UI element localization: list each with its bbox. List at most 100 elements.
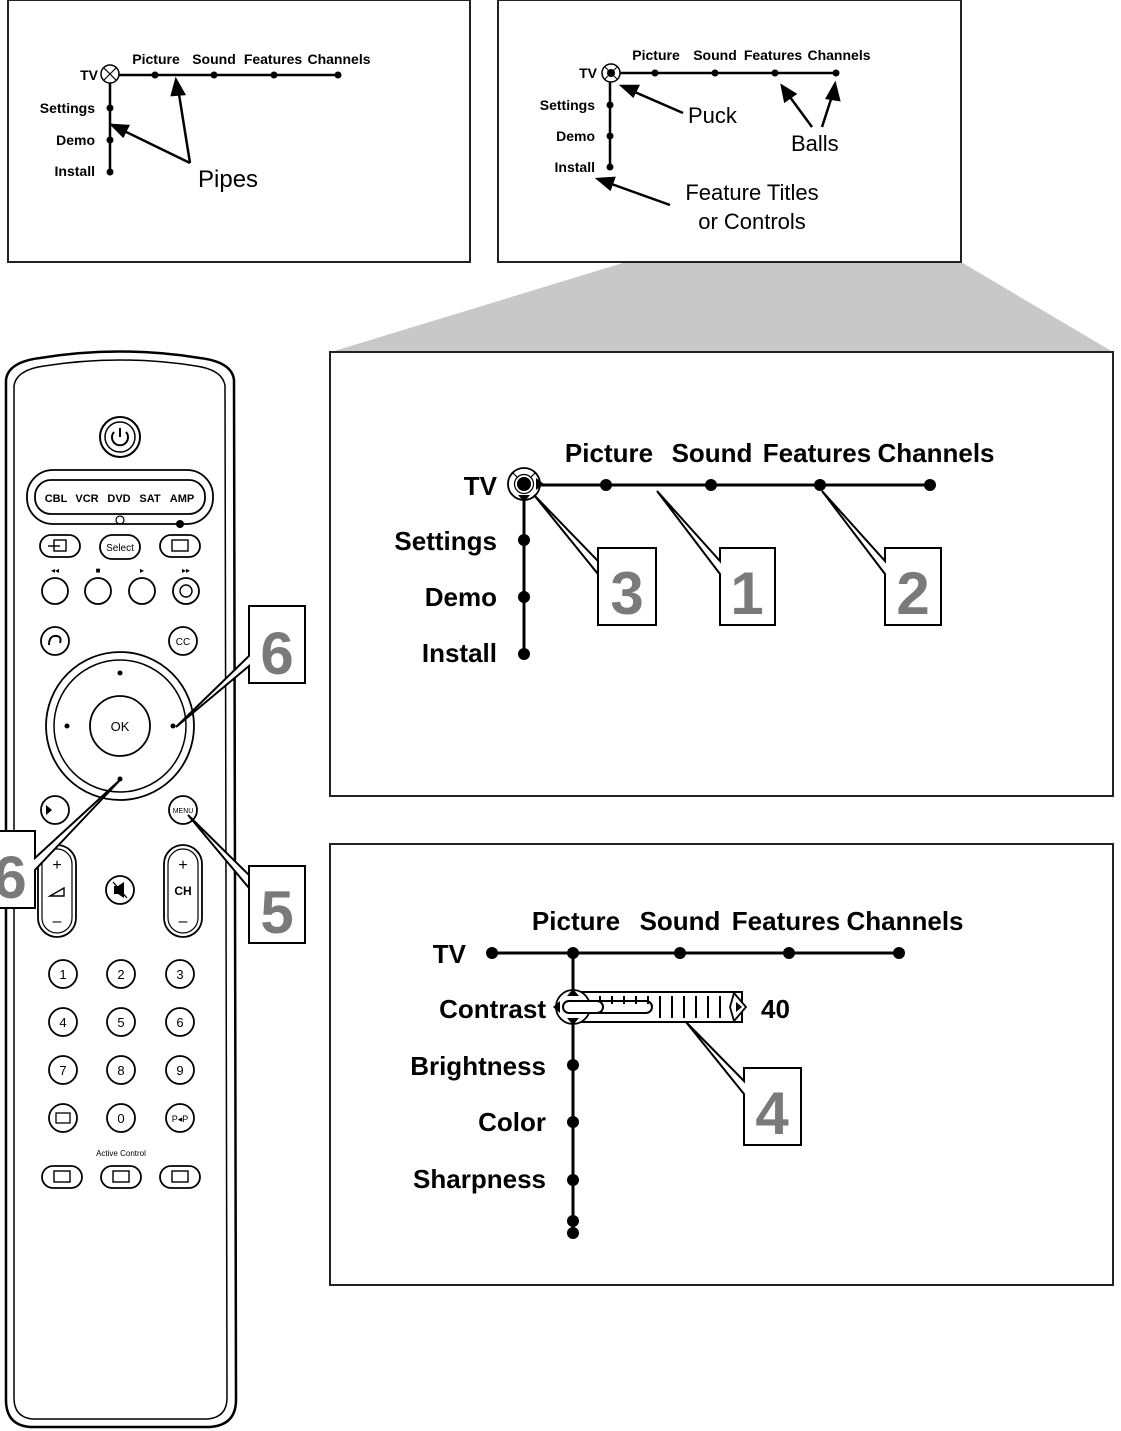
- ball: [674, 947, 686, 959]
- source-button-sat[interactable]: SAT: [139, 493, 160, 505]
- source-button-dvd[interactable]: DVD: [107, 493, 130, 505]
- channel-down[interactable]: –: [179, 913, 188, 930]
- menu-label-install: Install: [55, 163, 95, 179]
- step-number: 4: [755, 1080, 789, 1147]
- step-tag-3: 3: [533, 494, 657, 627]
- pipes-diagram-panel: TV Picture Sound Features Channels Setti…: [7, 0, 471, 263]
- channel-rocker[interactable]: + CH –: [163, 844, 203, 938]
- picture-menu-panel: TV Picture Sound Features Channels Contr…: [329, 843, 1114, 1286]
- digit-button-1[interactable]: 1: [48, 959, 78, 989]
- power-button[interactable]: [99, 416, 141, 458]
- cursor-left-button[interactable]: [64, 723, 70, 729]
- ball: [567, 947, 579, 959]
- volume-rocker[interactable]: + –: [37, 844, 77, 938]
- puck-callout: Puck: [688, 103, 738, 128]
- stop-icon: ■: [96, 566, 101, 575]
- ball: [832, 69, 840, 77]
- ball: [270, 71, 278, 79]
- pip-button[interactable]: P◂P: [165, 1103, 195, 1133]
- green-button[interactable]: [128, 577, 156, 605]
- ambilight-button[interactable]: [40, 626, 70, 656]
- puck-balls-diagram-panel: TV Picture Sound Features Channels Setti…: [497, 0, 962, 263]
- digit-label: 9: [176, 1063, 183, 1078]
- ambilight-icon: [48, 634, 62, 646]
- menu-label-settings: Settings: [394, 526, 497, 556]
- surround-button[interactable]: [41, 577, 69, 605]
- play-pause-button[interactable]: [40, 795, 70, 825]
- pip-label: P◂P: [172, 1114, 189, 1124]
- step-tag-6-right: 6: [175, 605, 306, 728]
- source-button-cbl[interactable]: CBL: [45, 493, 68, 505]
- format-button[interactable]: [159, 534, 201, 558]
- ball: [106, 168, 114, 176]
- zoomed-menu-panel: TV Picture Sound Features Channels Setti…: [329, 351, 1114, 797]
- digit-button-0[interactable]: 0: [106, 1103, 136, 1133]
- puck-icon: [100, 64, 120, 84]
- ball: [567, 1059, 579, 1071]
- digit-button-3[interactable]: 3: [165, 959, 195, 989]
- digit-button-2[interactable]: 2: [106, 959, 136, 989]
- ok-label: OK: [111, 719, 130, 734]
- red-button[interactable]: [84, 577, 112, 605]
- active-control-button[interactable]: [100, 1165, 142, 1189]
- ok-button[interactable]: OK: [89, 695, 151, 757]
- digit-button-8[interactable]: 8: [106, 1055, 136, 1085]
- callout-arrows: [594, 80, 841, 207]
- tv-label: TV: [579, 65, 598, 81]
- select-button[interactable]: Select: [99, 534, 141, 560]
- remote-control: CBL VCR DVD SAT AMP Select ◂◂ ■ ▸ ▸▸: [4, 350, 238, 1429]
- freeze-icon: [179, 584, 193, 598]
- digit-button-6[interactable]: 6: [165, 1007, 195, 1037]
- source-button-vcr[interactable]: VCR: [75, 493, 98, 505]
- record-icon: [176, 520, 184, 528]
- cursor-right-button[interactable]: [170, 723, 176, 729]
- puck-icon: [601, 63, 621, 83]
- menu-label-picture: Picture: [532, 906, 620, 936]
- channel-up[interactable]: +: [178, 857, 187, 874]
- mute-icon: [112, 881, 128, 899]
- ball: [606, 163, 614, 171]
- digit-label: 6: [176, 1015, 183, 1030]
- light-icon: [115, 515, 125, 525]
- menu-label-install: Install: [555, 159, 595, 175]
- ball: [567, 1174, 579, 1186]
- digit-button-7[interactable]: 7: [48, 1055, 78, 1085]
- ball: [486, 947, 498, 959]
- fast-forward-icon: ▸▸: [182, 566, 190, 575]
- dual-screen-button[interactable]: [41, 1165, 83, 1189]
- step-number: 3: [610, 560, 643, 627]
- picture-format-button[interactable]: [159, 1165, 201, 1189]
- ball: [924, 479, 936, 491]
- input-button[interactable]: [39, 534, 81, 558]
- mute-button[interactable]: [105, 875, 135, 905]
- ball: [567, 1215, 579, 1227]
- ball: [711, 69, 719, 77]
- panel-border: [497, 0, 962, 263]
- step-tag-2: 2: [821, 490, 942, 627]
- volume-down[interactable]: –: [53, 913, 62, 930]
- contrast-slider: [553, 989, 748, 1025]
- source-button-amp[interactable]: AMP: [170, 493, 194, 505]
- ball: [705, 479, 717, 491]
- digit-label: 1: [59, 967, 66, 982]
- digit-label: 8: [117, 1063, 124, 1078]
- navigation-pad[interactable]: OK: [45, 651, 195, 801]
- power-icon: [111, 428, 129, 447]
- balls-callout: Balls: [791, 131, 839, 156]
- digit-label: 7: [59, 1063, 66, 1078]
- digit-button-9[interactable]: 9: [165, 1055, 195, 1085]
- step-number: 2: [896, 560, 929, 627]
- menu-label-sound: Sound: [192, 51, 236, 67]
- cursor-up-button[interactable]: [117, 670, 123, 676]
- volume-up[interactable]: +: [52, 857, 61, 874]
- digit-button-5[interactable]: 5: [106, 1007, 136, 1037]
- freeze-button[interactable]: [172, 577, 200, 605]
- ball: [606, 132, 614, 140]
- cc-button[interactable]: CC: [168, 626, 198, 656]
- right-arrow-icon: [729, 991, 748, 1023]
- ball: [518, 591, 530, 603]
- info-button[interactable]: [48, 1103, 78, 1133]
- digit-button-4[interactable]: 4: [48, 1007, 78, 1037]
- menu-label-channels: Channels: [877, 438, 994, 468]
